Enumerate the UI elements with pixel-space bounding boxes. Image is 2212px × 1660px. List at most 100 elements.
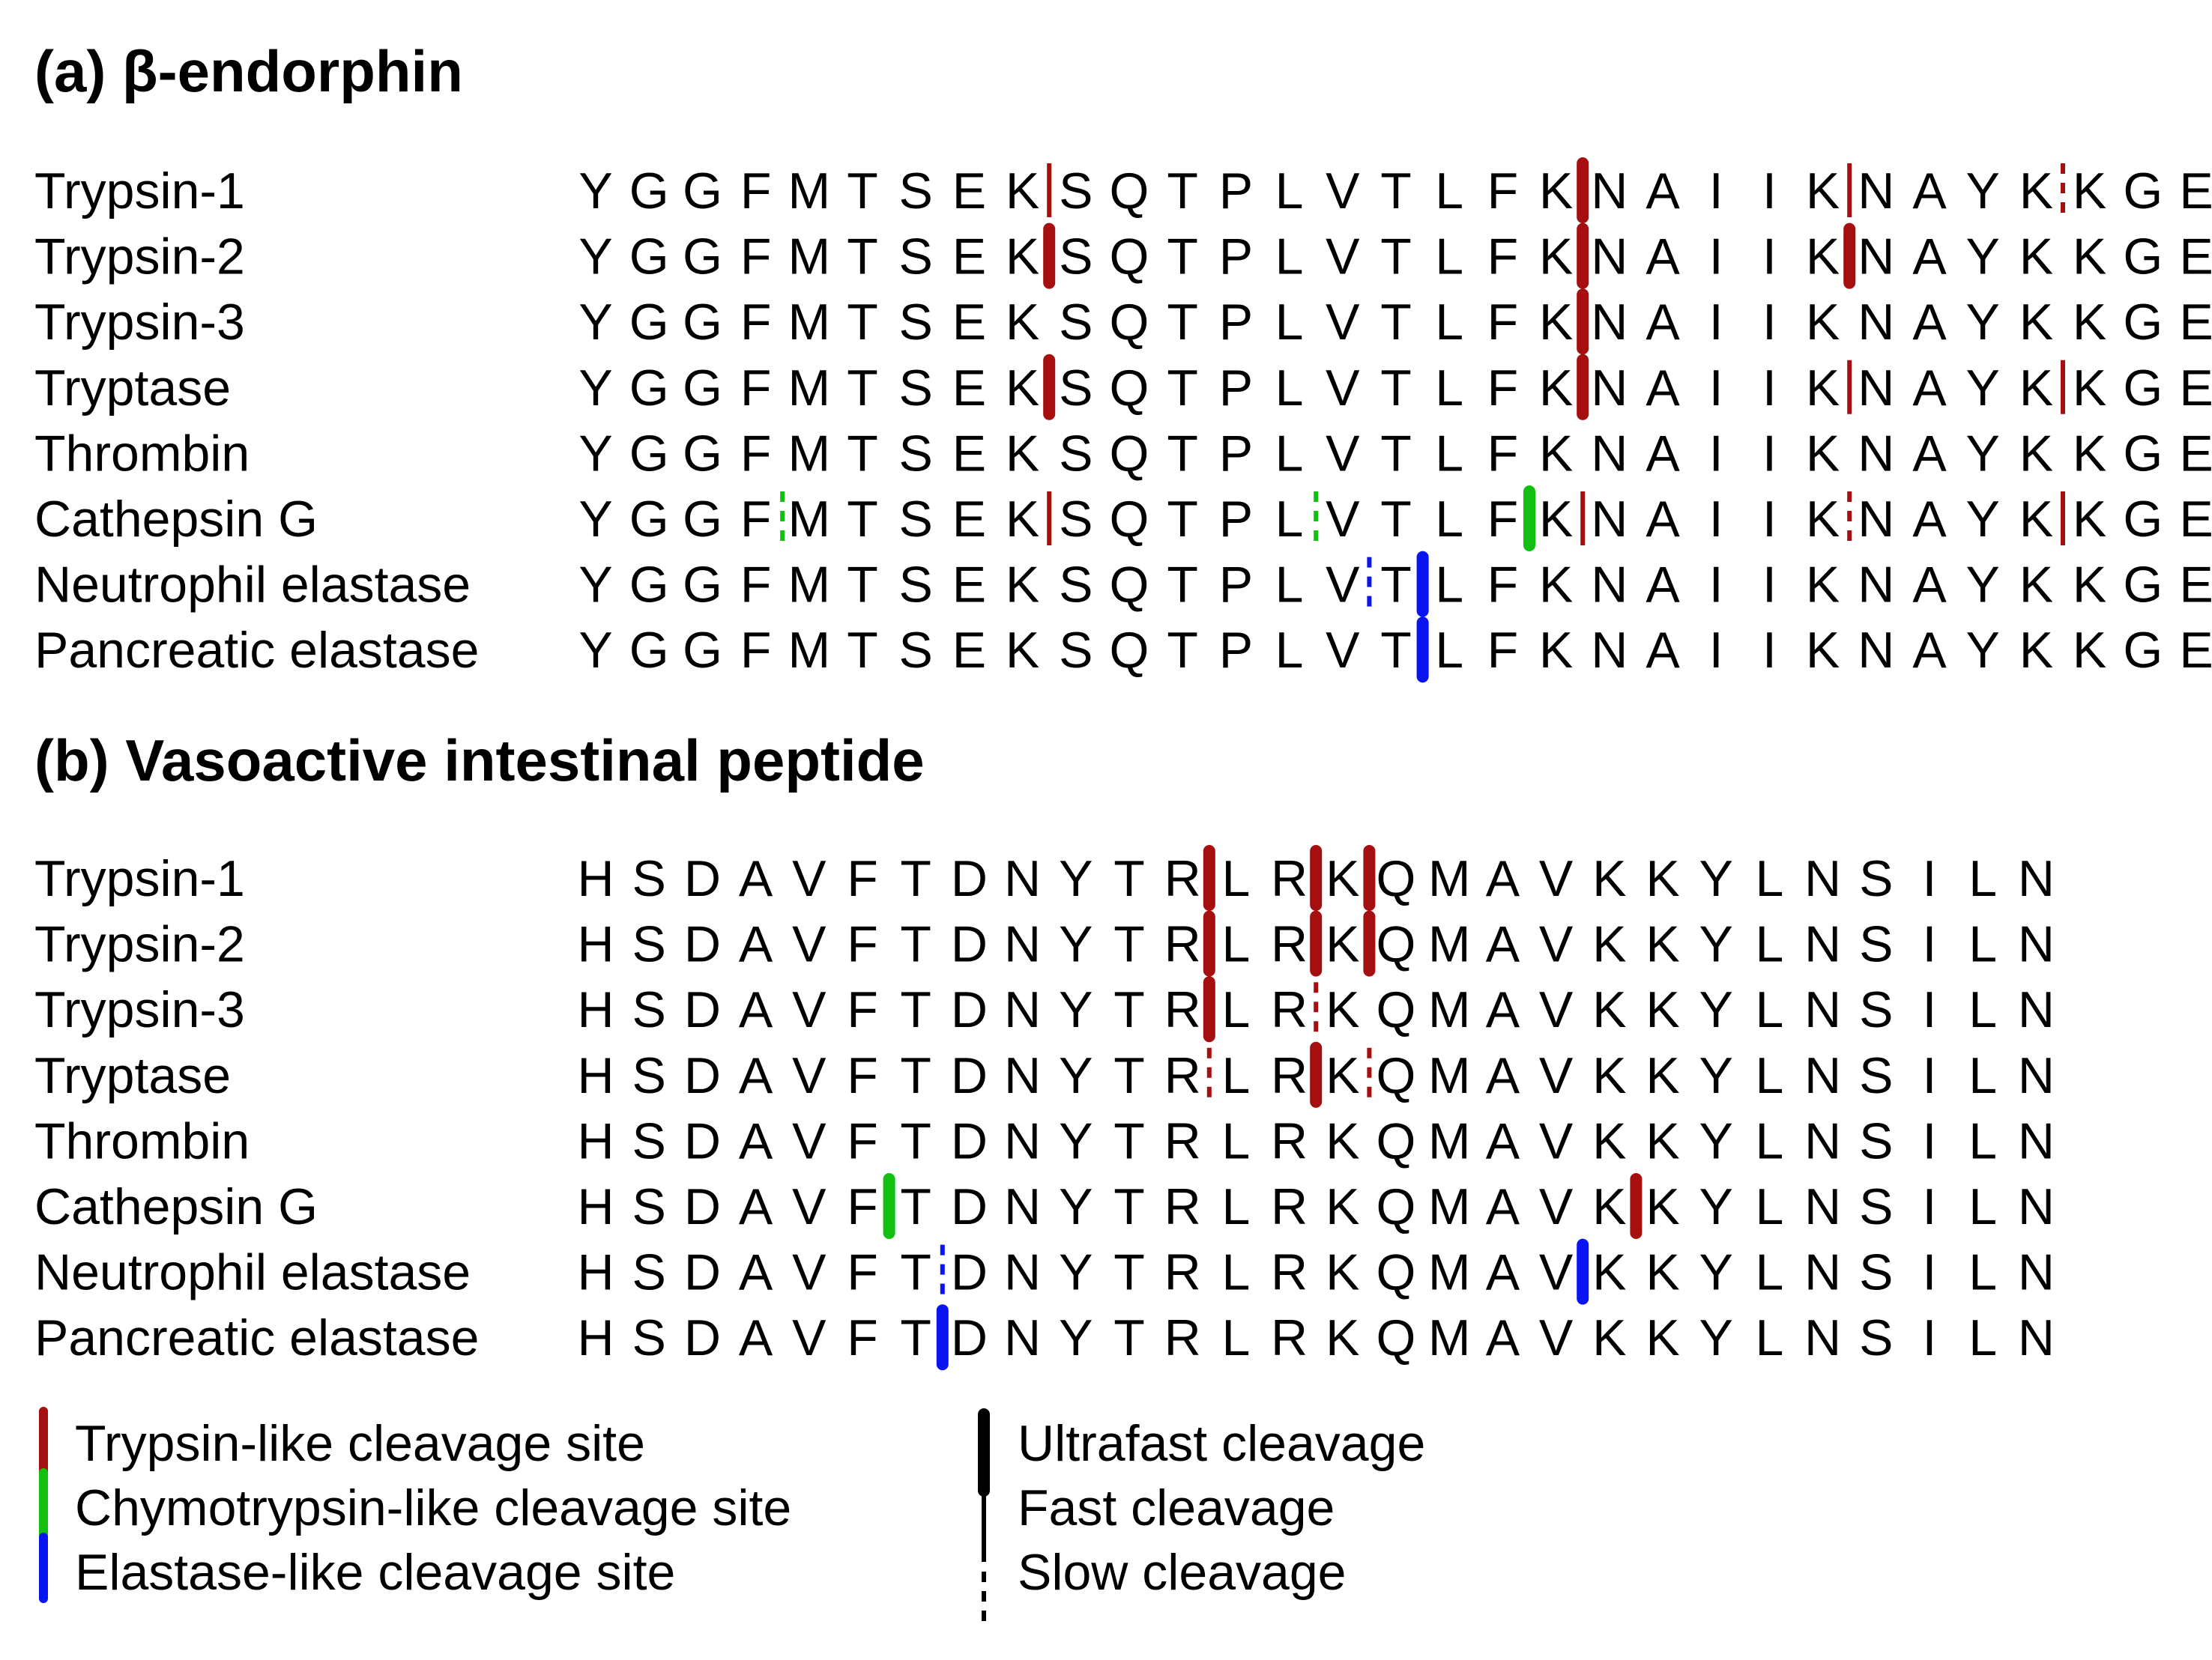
residue: S [899, 228, 933, 285]
residue: L [1968, 916, 1997, 973]
residue: R [1164, 916, 1201, 973]
residue: I [1709, 622, 1723, 679]
residue: T [1167, 294, 1198, 351]
residue: A [1646, 557, 1680, 614]
residue: I [1709, 228, 1723, 285]
residue: H [577, 1244, 614, 1301]
residue: K [1592, 850, 1626, 907]
residue: K [1806, 163, 1840, 219]
residue: K [2073, 360, 2106, 416]
residue: T [1113, 1112, 1145, 1169]
residue: L [1221, 850, 1250, 907]
residue: Y [578, 360, 612, 416]
residue: Y [578, 425, 612, 482]
residue: K [2019, 163, 2053, 219]
enzyme-label: Trypsin-1 [34, 163, 245, 219]
residue: T [900, 1244, 931, 1301]
residue: N [1858, 360, 1894, 416]
residue: I [1923, 1244, 1937, 1301]
residue: N [1591, 163, 1628, 219]
residue: Y [1966, 622, 2000, 679]
residue: F [1487, 294, 1519, 351]
residue: F [740, 228, 772, 285]
residue: L [1275, 491, 1304, 548]
residue: K [1646, 1309, 1679, 1366]
residue: I [1923, 1309, 1937, 1366]
residue: S [1059, 557, 1093, 614]
residue: T [1380, 228, 1412, 285]
residue: L [1221, 981, 1250, 1038]
residue: Y [1966, 360, 2000, 416]
residue: K [1646, 916, 1679, 973]
residue: K [1646, 850, 1679, 907]
residue: K [2073, 294, 2106, 351]
residue: D [951, 1047, 988, 1104]
residue: Y [1966, 557, 2000, 614]
residue: K [1646, 1112, 1679, 1169]
residue: T [1167, 622, 1198, 679]
residue: V [792, 1244, 827, 1301]
enzyme-label: Tryptase [34, 360, 231, 416]
residue: N [1858, 491, 1894, 548]
residue: Y [1966, 491, 2000, 548]
residue: M [788, 622, 830, 679]
residue: E [2179, 294, 2212, 351]
residue: Q [1110, 163, 1149, 219]
residue: G [683, 228, 722, 285]
residue: N [1858, 425, 1894, 482]
residue: D [684, 981, 721, 1038]
residue: K [1006, 163, 1039, 219]
legend-label: Trypsin-like cleavage site [75, 1415, 645, 1472]
residue: N [1004, 1244, 1041, 1301]
residue: E [952, 294, 986, 351]
residue: K [1006, 622, 1039, 679]
residue: L [1755, 1309, 1783, 1366]
residue: T [1380, 360, 1412, 416]
residue: S [632, 916, 666, 973]
residue: R [1271, 1112, 1308, 1169]
enzyme-label: Neutrophil elastase [34, 557, 471, 614]
residue: D [684, 916, 721, 973]
residue: P [1219, 163, 1253, 219]
enzyme-label: Trypsin-3 [34, 294, 245, 351]
residue: D [951, 1244, 988, 1301]
residue: Q [1377, 1112, 1416, 1169]
residue: Q [1110, 622, 1149, 679]
enzyme-label: Pancreatic elastase [34, 1309, 479, 1366]
legend-label: Ultrafast cleavage [1018, 1415, 1425, 1472]
residue: T [900, 916, 931, 973]
residue: K [1539, 491, 1573, 548]
residue: L [1968, 1112, 1997, 1169]
residue: N [2018, 1309, 2055, 1366]
residue: M [788, 360, 830, 416]
residue: I [1762, 425, 1777, 482]
residue: V [1326, 360, 1360, 416]
residue: P [1219, 360, 1253, 416]
residue: Y [1699, 1309, 1733, 1366]
residue: M [1428, 850, 1471, 907]
residue: H [577, 981, 614, 1038]
residue: N [1804, 1047, 1841, 1104]
panel-title: (b) Vasoactive intestinal peptide [34, 727, 925, 793]
residue: K [1539, 360, 1573, 416]
residue: G [2123, 425, 2163, 482]
residue: L [1275, 228, 1304, 285]
residue: L [1968, 850, 1997, 907]
residue: K [1592, 1244, 1626, 1301]
residue: N [1004, 916, 1041, 973]
residue: L [1221, 1178, 1250, 1235]
residue: D [951, 1309, 988, 1366]
residue: S [632, 1244, 666, 1301]
legend-label: Fast cleavage [1018, 1479, 1335, 1536]
residue: G [683, 163, 722, 219]
residue: T [847, 622, 878, 679]
residue: E [952, 557, 986, 614]
residue: K [2019, 228, 2053, 285]
